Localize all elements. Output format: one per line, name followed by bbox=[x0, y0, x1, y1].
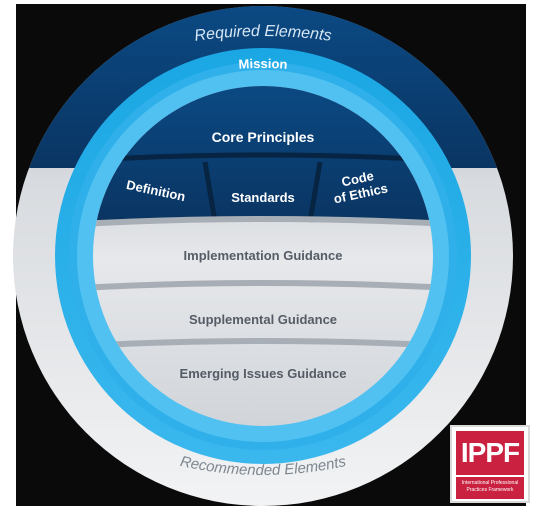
core-principles-label: Core Principles bbox=[212, 129, 315, 145]
band-divider-1 bbox=[93, 280, 433, 291]
required-elements-label: Required Elements bbox=[193, 23, 332, 45]
ippf-logo: IPPF International Professional Practice… bbox=[450, 425, 530, 503]
supplemental-guidance-label: Supplemental Guidance bbox=[189, 312, 337, 327]
pillar-code-label-line1: Code bbox=[340, 168, 375, 189]
implementation-guidance-label: Implementation Guidance bbox=[184, 248, 343, 263]
ippf-logo-mark: IPPF bbox=[456, 431, 524, 475]
pillar-standards-label: Standards bbox=[231, 190, 295, 205]
emerging-issues-guidance-label: Emerging Issues Guidance bbox=[180, 366, 347, 381]
core-pillar-divider bbox=[93, 152, 433, 163]
pillar-divider-1 bbox=[202, 161, 218, 223]
pillar-divider-2 bbox=[307, 161, 323, 223]
band-divider-0 bbox=[93, 216, 433, 227]
mission-label: Mission bbox=[238, 56, 288, 72]
band-divider-2 bbox=[93, 338, 433, 349]
ippf-logo-tagline: International Professional Practices Fra… bbox=[456, 477, 524, 499]
